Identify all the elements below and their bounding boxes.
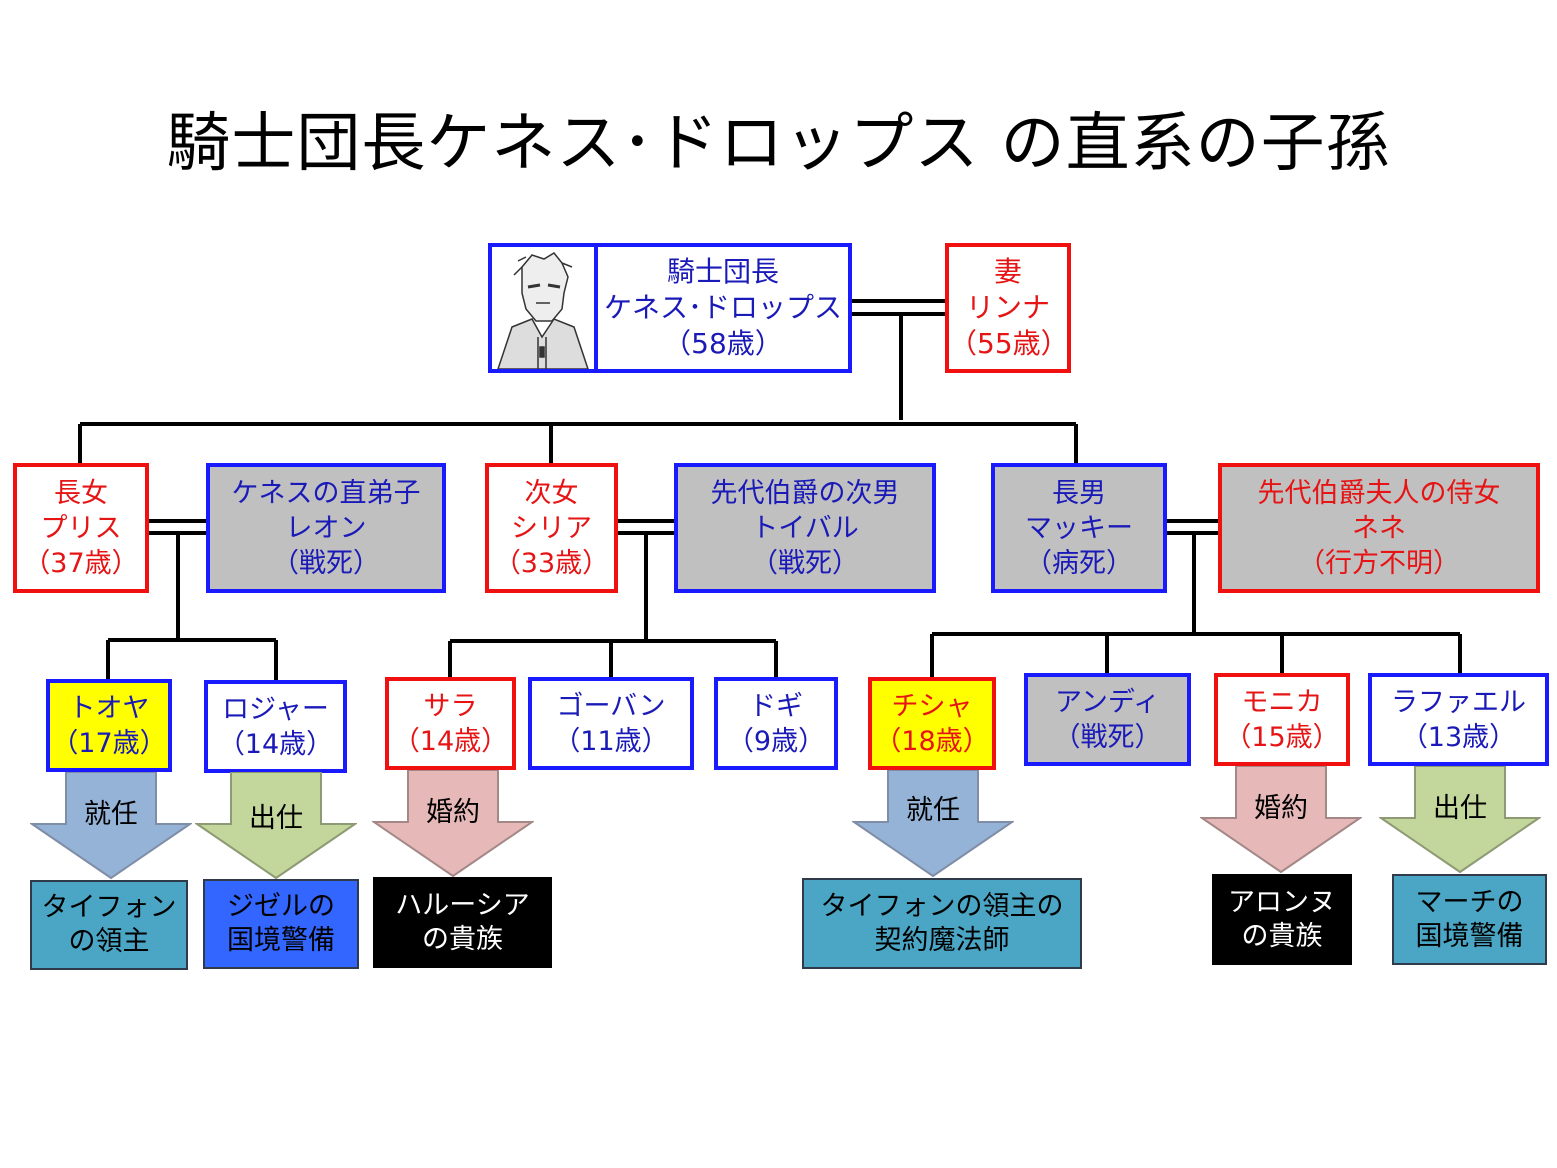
monica-outcome-line2: の貴族	[1241, 920, 1323, 952]
roger-outcome: ジゼルの 国境警備	[203, 879, 359, 969]
daughter1-name: プリス	[40, 512, 122, 544]
sara-outcome-line1: ハルーシア	[395, 889, 530, 921]
roger-arrow-icon	[195, 772, 357, 880]
daughter2-role: 次女	[524, 477, 579, 509]
son1-box: 長男 マッキー （病死）	[991, 463, 1167, 593]
daughter1-box: 長女 プリス （37歳）	[13, 463, 149, 593]
son1-role: 長男	[1052, 477, 1106, 509]
raphael-outcome: マーチの 国境警備	[1392, 874, 1547, 965]
chisha-outcome-line1: タイフォンの領主の	[820, 890, 1064, 922]
raphael-arrow-label: 出仕	[1433, 793, 1487, 824]
son1-status: （病死）	[1025, 547, 1133, 579]
spouse2-status: （戦死）	[751, 547, 859, 579]
raphael-box: ラファエル （13歳）	[1368, 673, 1549, 766]
toya-arrow-label: 就任	[84, 799, 138, 830]
monica-arrow-icon	[1200, 766, 1362, 874]
andy-name: アンディ	[1054, 686, 1161, 718]
spouse2-role: 先代伯爵の次男	[710, 477, 900, 509]
daughter2-box: 次女 シリア （33歳）	[485, 463, 618, 593]
daughter1-age: （37歳）	[23, 547, 139, 579]
sara-outcome-line2: の貴族	[422, 923, 503, 955]
spouse1-name: レオン	[285, 512, 367, 544]
roger-box: ロジャー （14歳）	[204, 680, 347, 773]
daughter1-role: 長女	[54, 477, 108, 509]
sara-arrow-icon	[372, 770, 534, 878]
raphael-arrow-icon	[1379, 766, 1541, 874]
son1-name: マッキー	[1025, 512, 1133, 544]
roger-outcome-line1: ジゼルの	[227, 891, 335, 922]
toya-name: トオヤ	[68, 692, 150, 724]
sara-outcome: ハルーシア の貴族	[373, 877, 552, 968]
husband-role: 騎士団長	[666, 255, 779, 288]
toya-arrow-icon	[30, 772, 192, 880]
chisha-name: チシャ	[891, 690, 973, 722]
toya-box: トオヤ （17歳）	[46, 679, 172, 772]
toya-age: （17歳）	[51, 727, 167, 759]
knight-portrait-icon	[497, 252, 589, 369]
andy-box: アンディ （戦死）	[1024, 673, 1191, 766]
toya-outcome: タイフォン の領主	[30, 880, 188, 970]
chisha-age: （18歳）	[874, 725, 990, 757]
spouse2-box: 先代伯爵の次男 トイバル （戦死）	[674, 463, 936, 593]
spouse3-role: 先代伯爵夫人の侍女	[1257, 477, 1501, 509]
toya-outcome-line1: タイフォン	[41, 892, 177, 923]
chisha-box: チシャ （18歳）	[868, 677, 996, 770]
spouse1-role: ケネスの直弟子	[231, 477, 421, 509]
monica-outcome: アロンヌ の貴族	[1212, 874, 1352, 965]
raphael-outcome-line1: マーチの	[1415, 886, 1524, 918]
spouse2-name: トイバル	[751, 512, 859, 544]
sara-box: サラ （14歳）	[385, 677, 516, 770]
sara-name: サラ	[423, 690, 478, 722]
daughter2-name: シリア	[511, 512, 592, 544]
toya-outcome-line2: の領主	[68, 926, 150, 957]
monica-outcome-line1: アロンヌ	[1228, 886, 1336, 918]
raphael-outcome-line2: 国境警備	[1415, 920, 1524, 952]
roger-arrow-label: 出仕	[249, 803, 303, 834]
chisha-outcome-line2: 契約魔法師	[874, 924, 1010, 956]
spouse3-name: ネネ	[1352, 512, 1406, 544]
husband-name: ケネス･ドロップス	[603, 291, 842, 324]
sara-age: （14歳）	[392, 725, 509, 757]
portrait-image	[488, 243, 598, 373]
raphael-name: ラファエル	[1391, 686, 1526, 718]
monica-name: モニカ	[1241, 686, 1323, 718]
monica-age: （15歳）	[1224, 721, 1340, 753]
dogi-box: ドギ （9歳）	[714, 677, 838, 770]
chisha-arrow-label: 就任	[906, 795, 960, 826]
wife-age: （55歳）	[949, 327, 1069, 360]
spouse1-status: （戦死）	[272, 547, 380, 579]
daughter2-age: （33歳）	[493, 547, 610, 579]
wife-name: リンナ	[965, 291, 1050, 324]
spouse3-status: （行方不明）	[1298, 547, 1460, 579]
raphael-age: （13歳）	[1400, 721, 1517, 753]
sara-arrow-label: 婚約	[426, 797, 480, 828]
spouse3-box: 先代伯爵夫人の侍女 ネネ （行方不明）	[1218, 463, 1540, 593]
wife-role: 妻	[993, 255, 1022, 288]
roger-outcome-line2: 国境警備	[227, 925, 335, 956]
dogi-name: ドギ	[749, 690, 803, 722]
dogi-age: （9歳）	[726, 725, 826, 757]
goban-name: ゴーバン	[556, 690, 666, 722]
chisha-arrow-icon	[852, 770, 1014, 878]
husband-box: 騎士団長 ケネス･ドロップス （58歳）	[594, 243, 852, 373]
husband-age: （58歳）	[663, 327, 783, 360]
goban-box: ゴーバン （11歳）	[528, 677, 694, 770]
roger-age: （14歳）	[217, 728, 334, 760]
page-title: 騎士団長ケネス･ドロップス の直系の子孫	[166, 107, 1391, 181]
chisha-outcome: タイフォンの領主の 契約魔法師	[802, 878, 1082, 969]
wife-box: 妻 リンナ （55歳）	[945, 243, 1071, 373]
monica-arrow-label: 婚約	[1254, 793, 1308, 824]
goban-age: （11歳）	[553, 725, 669, 757]
spouse1-box: ケネスの直弟子 レオン （戦死）	[206, 463, 446, 593]
andy-status: （戦死）	[1053, 721, 1162, 753]
monica-box: モニカ （15歳）	[1214, 673, 1350, 766]
roger-name: ロジャー	[222, 693, 329, 725]
